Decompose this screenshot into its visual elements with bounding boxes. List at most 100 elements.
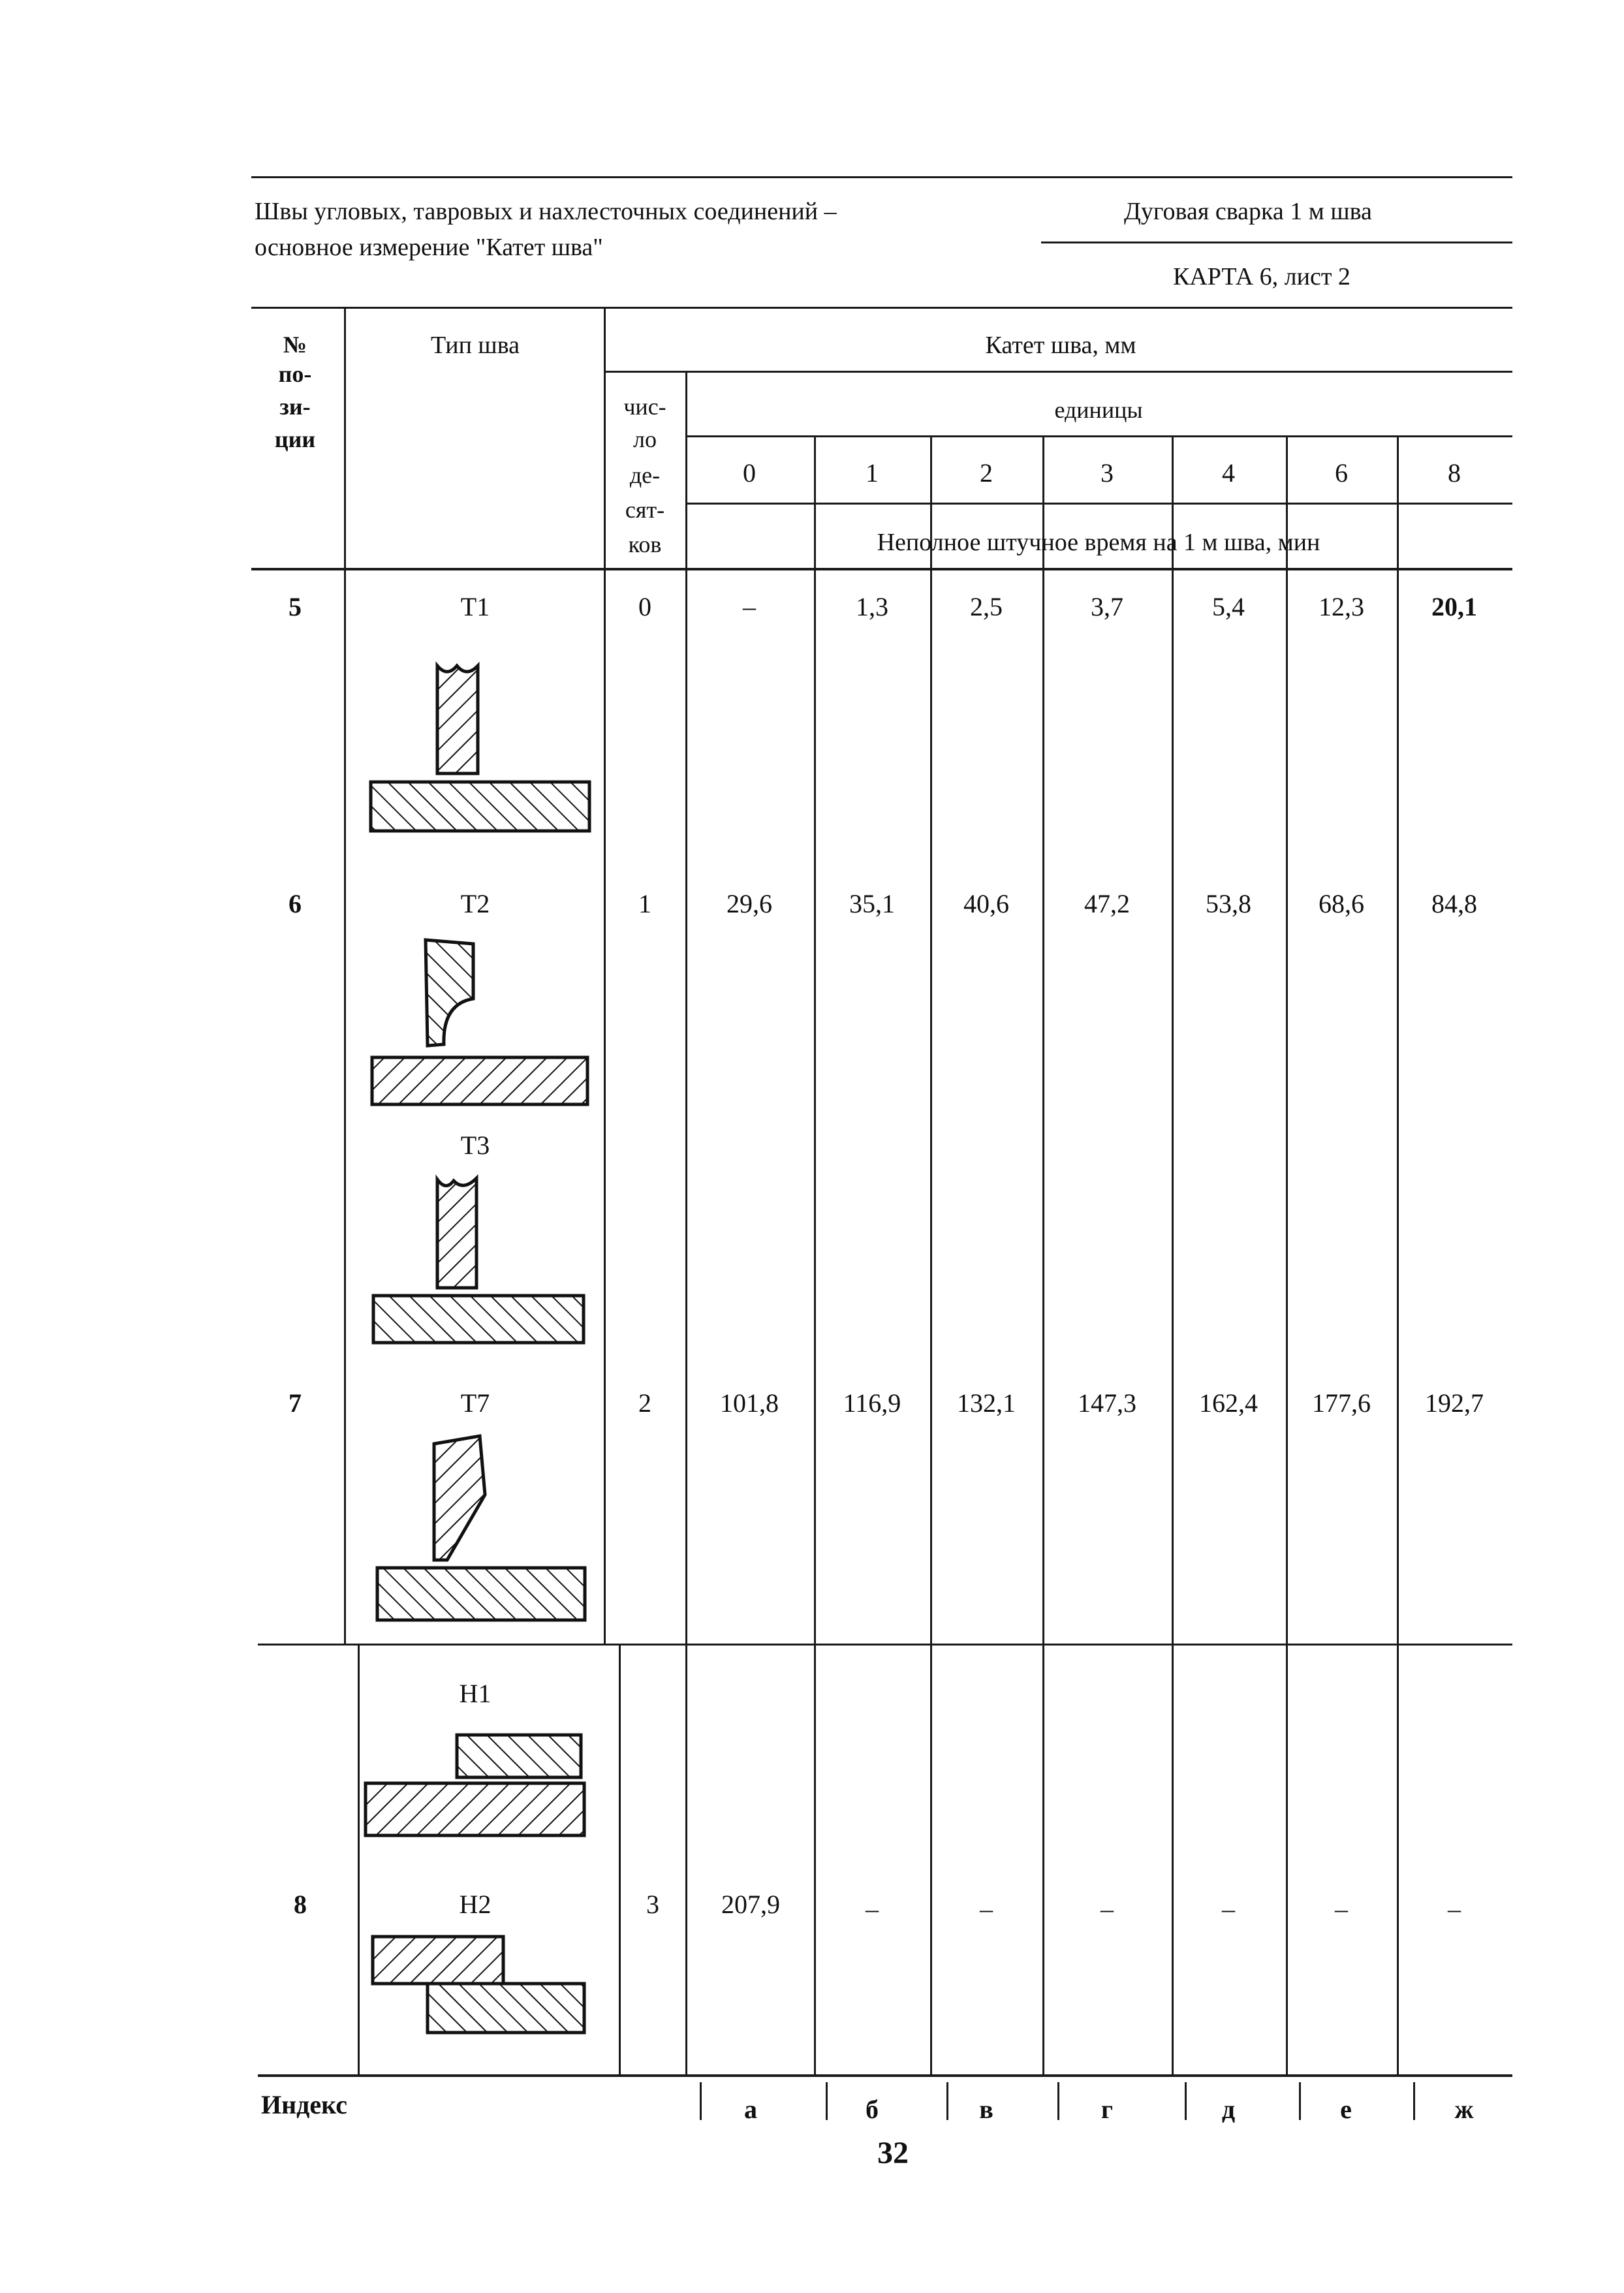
row8-tens: 3 bbox=[646, 1890, 659, 1919]
row8-val-6: – bbox=[1335, 1894, 1348, 1924]
row6-val-3: 47,2 bbox=[1084, 889, 1130, 918]
index-e: е bbox=[1340, 2095, 1352, 2124]
unit-col-1: 1 bbox=[866, 458, 879, 488]
index-tick bbox=[700, 2082, 702, 2120]
row6-tens: 1 bbox=[638, 889, 651, 918]
header-katet-rule bbox=[604, 371, 1512, 373]
row7-tens: 2 bbox=[638, 1388, 651, 1418]
row5-val-0: – bbox=[743, 592, 756, 621]
weld-figure-t7 bbox=[375, 1434, 587, 1622]
row8-type-h2: Н2 bbox=[459, 1890, 492, 1919]
header-units-rule bbox=[685, 435, 1512, 437]
index-d: д bbox=[1221, 2095, 1236, 2124]
tens-header-3: де- bbox=[629, 462, 661, 488]
index-zh: ж bbox=[1454, 2095, 1474, 2124]
row8-val-8: – bbox=[1448, 1894, 1461, 1924]
index-tick bbox=[1057, 2082, 1059, 2120]
card-label: КАРТА 6, лист 2 bbox=[1173, 263, 1351, 290]
katet-header: Катет шва, мм bbox=[985, 332, 1136, 359]
row6-type-t2: Т2 bbox=[460, 889, 490, 918]
pos-header-1: № bbox=[283, 332, 307, 358]
index-label: Индекс bbox=[261, 2090, 347, 2119]
row8-val-4: – bbox=[1222, 1894, 1235, 1924]
index-b: б bbox=[866, 2095, 879, 2124]
weld-figure-h1 bbox=[364, 1733, 586, 1837]
col-line-u2 bbox=[1042, 435, 1044, 2076]
row5-val-1: 1,3 bbox=[856, 592, 888, 621]
time-header: Неполное штучное время на 1 м шва, мин bbox=[877, 529, 1320, 556]
weld-figure-t3 bbox=[371, 1174, 586, 1345]
unit-col-0: 0 bbox=[743, 458, 756, 488]
row7-val-3: 147,3 bbox=[1078, 1388, 1136, 1418]
row8-type-h1: Н1 bbox=[459, 1679, 492, 1708]
col-line-u0 bbox=[814, 435, 816, 2076]
row7-val-0: 101,8 bbox=[720, 1388, 779, 1418]
row6-type-t3: Т3 bbox=[460, 1131, 490, 1160]
unit-col-6: 6 bbox=[1335, 458, 1348, 488]
weld-figure-t1 bbox=[369, 661, 591, 833]
unit-col-2: 2 bbox=[980, 458, 993, 488]
index-tick bbox=[1185, 2082, 1187, 2120]
top-rule bbox=[251, 176, 1512, 178]
row5-val-6: 12,3 bbox=[1319, 592, 1364, 621]
index-tick bbox=[946, 2082, 948, 2120]
row6-val-8: 84,8 bbox=[1431, 889, 1477, 918]
row5-tens: 0 bbox=[638, 592, 651, 621]
pos-header-4: ции bbox=[274, 426, 316, 452]
col-line-position bbox=[344, 307, 346, 1644]
row6-val-2: 40,6 bbox=[963, 889, 1009, 918]
header-right-title: Дуговая сварка 1 м шва bbox=[1124, 198, 1372, 225]
row5-val-4: 5,4 bbox=[1212, 592, 1245, 621]
col-line-position-lower bbox=[358, 1645, 360, 2076]
row7-type-t7: Т7 bbox=[460, 1388, 490, 1418]
row8-val-0: 207,9 bbox=[721, 1890, 780, 1919]
row8-val-1: – bbox=[866, 1894, 879, 1924]
row5-val-2: 2,5 bbox=[970, 592, 1003, 621]
table-bottom-rule bbox=[258, 2074, 1512, 2077]
pos-header-2: по- bbox=[278, 361, 312, 387]
row6-val-0: 29,6 bbox=[726, 889, 772, 918]
unit-col-3: 3 bbox=[1101, 458, 1114, 488]
col-line-u4 bbox=[1286, 435, 1288, 2076]
header-title-line1: Швы угловых, тавровых и нахлесточных сое… bbox=[255, 198, 837, 225]
row7-position: 7 bbox=[289, 1388, 302, 1418]
index-tick bbox=[826, 2082, 828, 2120]
row6-position: 6 bbox=[289, 889, 302, 918]
table-top-rule bbox=[251, 307, 1512, 309]
row6-val-6: 68,6 bbox=[1319, 889, 1364, 918]
header-right-rule bbox=[1041, 242, 1512, 243]
row5-type-t1: Т1 bbox=[460, 592, 490, 621]
header-title-line2: основное измерение "Катет шва" bbox=[255, 234, 603, 261]
row7-val-6: 177,6 bbox=[1312, 1388, 1371, 1418]
col-line-u3 bbox=[1172, 435, 1174, 2076]
index-v: в bbox=[979, 2095, 993, 2124]
unit-col-8: 8 bbox=[1448, 458, 1461, 488]
header-digits-rule bbox=[685, 503, 1512, 505]
row8-position: 8 bbox=[294, 1890, 307, 1919]
tens-header-5: ков bbox=[628, 531, 662, 557]
col-line-u6 bbox=[1397, 435, 1399, 2076]
row8-val-3: – bbox=[1101, 1894, 1114, 1924]
index-a: а bbox=[744, 2095, 757, 2124]
tens-header-1: чис- bbox=[623, 394, 666, 420]
col-line-tens bbox=[685, 371, 687, 2076]
row7-val-2: 132,1 bbox=[957, 1388, 1016, 1418]
row5-val-8: 20,1 bbox=[1431, 592, 1477, 621]
header-bottom-rule bbox=[251, 568, 1512, 570]
weld-figure-t2 bbox=[370, 938, 589, 1106]
row7-val-4: 162,4 bbox=[1199, 1388, 1258, 1418]
col-line-type bbox=[604, 307, 606, 1644]
row7-val-1: 116,9 bbox=[843, 1388, 901, 1418]
pos-header-3: зи- bbox=[279, 394, 311, 420]
tens-header-4: сят- bbox=[625, 497, 665, 523]
index-g: г bbox=[1101, 2095, 1114, 2124]
row6-val-1: 35,1 bbox=[849, 889, 895, 918]
col-line-u1 bbox=[930, 435, 932, 2076]
page-number: 32 bbox=[877, 2136, 909, 2170]
index-tick bbox=[1299, 2082, 1301, 2120]
row5-position: 5 bbox=[289, 592, 302, 621]
weld-figure-h2 bbox=[371, 1935, 586, 2035]
units-header: единицы bbox=[1054, 397, 1143, 423]
tens-header-2: ло bbox=[633, 426, 657, 452]
row6-val-4: 53,8 bbox=[1206, 889, 1251, 918]
